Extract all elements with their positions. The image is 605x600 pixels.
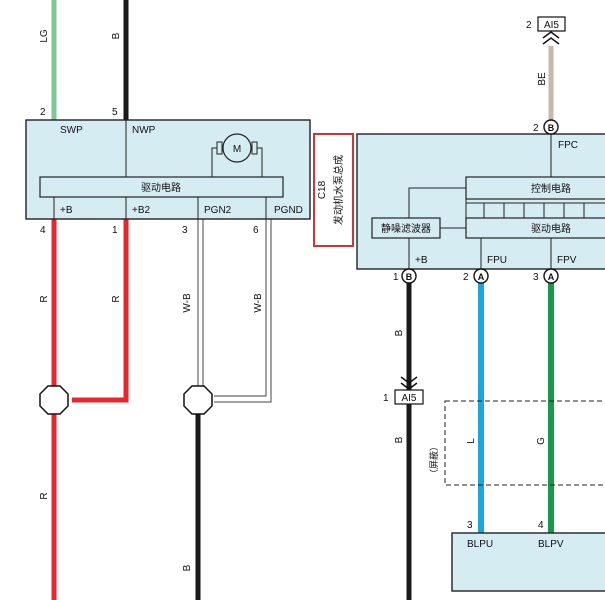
wire-label-b-right2: B bbox=[394, 436, 405, 443]
wire-label-r1: R bbox=[39, 295, 50, 302]
left-drive-circuit-label: 驱动电路 bbox=[141, 181, 181, 194]
pin-letter-fpc: B bbox=[548, 123, 555, 133]
connector-ai5-mid-num: 1 bbox=[383, 393, 389, 404]
wire-label-r-low: R bbox=[39, 492, 50, 499]
right-drive-circuit-box bbox=[465, 217, 605, 239]
wire-label-be: BE bbox=[537, 72, 548, 86]
pin-num-3: 3 bbox=[182, 225, 188, 236]
connector-ai5-mid-name: AI5 bbox=[401, 393, 416, 404]
pin-num-fpu: 2 bbox=[463, 272, 469, 283]
component-label-box bbox=[313, 133, 354, 247]
wire-label-wb1: W-B bbox=[182, 293, 193, 313]
pin-num-blpv: 4 bbox=[538, 520, 544, 531]
wire-label-lg: LG bbox=[39, 29, 50, 43]
pin-num-fpv: 3 bbox=[533, 272, 539, 283]
pin-circle-fpu bbox=[473, 268, 489, 284]
water-pump-unit-box bbox=[25, 119, 311, 220]
splice-joint-red bbox=[39, 385, 69, 415]
pin-name-plus-b-left: +B bbox=[60, 205, 73, 216]
pin-num-4: 4 bbox=[40, 225, 46, 236]
wire-label-b-right1: B bbox=[394, 329, 405, 336]
pin-num-plus-b-right: 1 bbox=[393, 272, 399, 283]
splice-joint-ground bbox=[183, 385, 213, 415]
pin-letter-fpu: A bbox=[478, 272, 485, 282]
pin-letter-plus-b: B bbox=[406, 272, 413, 282]
shield-dashed-box bbox=[444, 400, 605, 486]
pin-letter-fpv: A bbox=[548, 272, 555, 282]
connector-ai5-top-name: AI5 bbox=[544, 20, 559, 31]
pin-num-nwp: 5 bbox=[112, 107, 118, 118]
shield-label: （屏蔽） bbox=[428, 442, 440, 478]
motor-icon bbox=[222, 133, 252, 163]
pin-circle-plus-b bbox=[401, 268, 417, 284]
wire-r-right bbox=[72, 219, 129, 403]
pin-num-swp: 2 bbox=[40, 107, 46, 118]
wire-label-g: G bbox=[536, 437, 547, 445]
pin-num-6: 6 bbox=[253, 225, 259, 236]
lower-unit-box bbox=[451, 532, 605, 592]
pin-name-plus-b2: +B2 bbox=[132, 205, 151, 216]
pin-num-fpc: 2 bbox=[533, 123, 539, 134]
pin-num-1: 1 bbox=[112, 225, 118, 236]
left-drive-circuit-box bbox=[39, 176, 284, 198]
connector-ai5-mid bbox=[394, 389, 424, 405]
wire-wb-2b bbox=[214, 219, 272, 403]
noise-filter-label: 静噪滤波器 bbox=[381, 222, 431, 235]
pin-circle-fpc bbox=[543, 119, 559, 135]
connector-ai5-top-num: 2 bbox=[526, 20, 532, 31]
pin-num-blpu: 3 bbox=[467, 520, 473, 531]
wire-label-l: L bbox=[466, 438, 477, 444]
wire-label-b-top: B bbox=[111, 32, 122, 39]
pin-name-fpu: FPU bbox=[487, 255, 507, 266]
pin-name-plus-b-right: +B bbox=[415, 255, 428, 266]
pin-name-pgnd: PGND bbox=[274, 205, 303, 216]
pin-name-blpv: BLPV bbox=[538, 539, 564, 550]
pin-circle-fpv bbox=[543, 268, 559, 284]
pin-name-fpc: FPC bbox=[558, 140, 578, 151]
pin-name-blpu: BLPU bbox=[467, 539, 493, 550]
wire-wb-2 bbox=[214, 219, 267, 397]
pin-name-swp: SWP bbox=[60, 125, 83, 136]
wire-label-b-low: B bbox=[182, 564, 193, 571]
connector-ai5-top bbox=[537, 16, 566, 32]
component-name: 发动机水泵总成 bbox=[332, 155, 345, 225]
component-code: C18 bbox=[317, 180, 328, 199]
pin-name-pgn2: PGN2 bbox=[204, 205, 232, 216]
right-drive-circuit-label: 驱动电路 bbox=[531, 222, 571, 235]
control-circuit-label: 控制电路 bbox=[531, 182, 571, 195]
wire-label-wb2: W-B bbox=[253, 293, 264, 313]
pin-name-nwp: NWP bbox=[132, 125, 156, 136]
wire-label-r2: R bbox=[111, 295, 122, 302]
motor-symbol-label: M bbox=[233, 144, 241, 155]
pin-name-fpv: FPV bbox=[557, 255, 577, 266]
